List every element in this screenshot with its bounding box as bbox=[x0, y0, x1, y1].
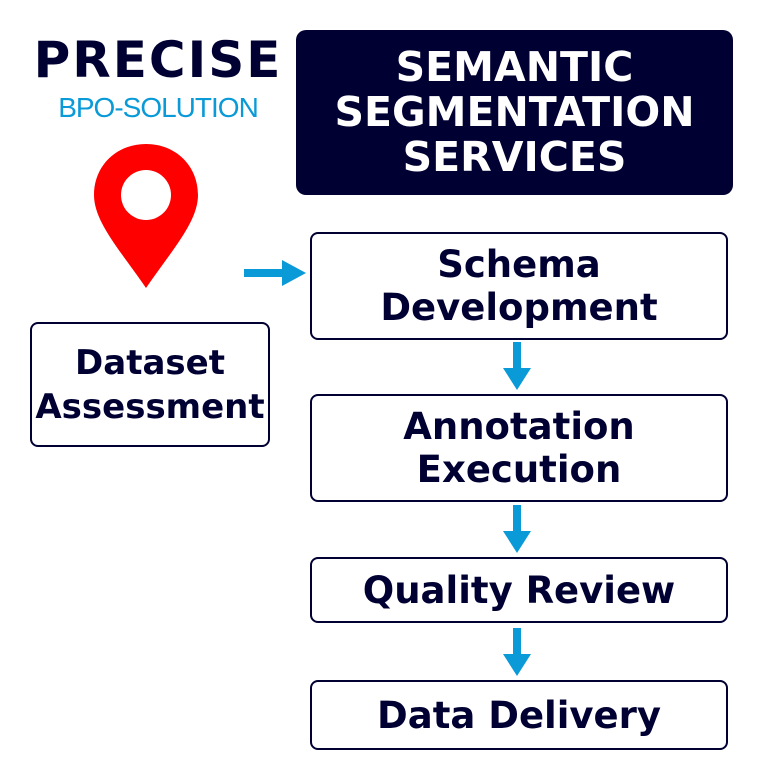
step-label: Development bbox=[380, 286, 658, 329]
step-quality-review: Quality Review bbox=[310, 557, 728, 623]
step-label: Schema bbox=[437, 243, 601, 286]
arrow-down-icon bbox=[503, 342, 531, 390]
location-pin-icon bbox=[94, 144, 198, 288]
logo-tagline: BPO-SOLUTION bbox=[58, 92, 259, 123]
step-label: Dataset bbox=[75, 342, 225, 383]
step-label: Annotation bbox=[403, 405, 635, 448]
arrow-right-icon bbox=[244, 260, 306, 286]
title-line: SEGMENTATION bbox=[334, 88, 695, 136]
step-label: Quality Review bbox=[362, 568, 676, 612]
step-schema-development: Schema Development bbox=[310, 232, 728, 340]
logo-name: PRECISE bbox=[33, 31, 283, 89]
step-annotation-execution: Annotation Execution bbox=[310, 394, 728, 502]
title-line: SERVICES bbox=[402, 133, 627, 181]
arrow-down-icon bbox=[503, 505, 531, 553]
arrow-down-icon bbox=[503, 628, 531, 676]
step-data-delivery: Data Delivery bbox=[310, 680, 728, 750]
title-line: SEMANTIC bbox=[395, 43, 634, 91]
step-dataset-assessment: Dataset Assessment bbox=[30, 322, 270, 447]
step-label: Assessment bbox=[35, 386, 265, 427]
step-label: Execution bbox=[416, 448, 622, 491]
page-title: SEMANTIC SEGMENTATION SERVICES bbox=[296, 30, 733, 195]
step-label: Data Delivery bbox=[377, 693, 661, 737]
